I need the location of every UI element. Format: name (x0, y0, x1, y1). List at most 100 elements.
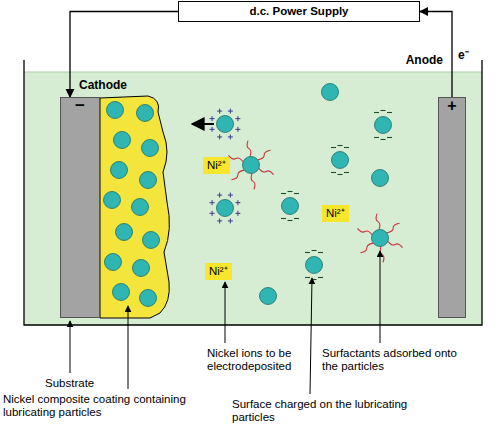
negative-charge (387, 137, 392, 138)
negative-charge (318, 277, 323, 278)
negative-charge (344, 172, 349, 173)
positive-charge (210, 211, 215, 216)
negative-charge (294, 218, 299, 219)
negative-charge (288, 220, 293, 221)
supply-wire (70, 12, 178, 98)
particle-core (322, 84, 339, 101)
surfactant-tail (380, 246, 384, 262)
lubricating-particle (105, 254, 122, 271)
negative-charge (305, 277, 310, 278)
surfactant-tail (360, 243, 373, 253)
particle-core (104, 192, 121, 209)
callout-label: Substrate (45, 377, 125, 390)
leader-line (70, 321, 71, 373)
particle-core (132, 199, 149, 216)
particle-core (133, 260, 150, 277)
positive-charge (217, 109, 222, 114)
surfactant-tail (231, 170, 244, 180)
lubricating-particle (140, 290, 157, 307)
negative-charge (281, 193, 286, 194)
lubricating-particle (372, 170, 389, 187)
lubricating-particle (143, 232, 160, 249)
particle-core (375, 117, 392, 134)
lubricating-particle (107, 102, 124, 119)
node-label: Cathode (79, 78, 127, 92)
lubricating-particle (142, 140, 159, 157)
particle-core (306, 257, 323, 274)
lubricating-particle (137, 105, 154, 122)
particle-core (105, 254, 122, 271)
cathode-plate: Cathode− (60, 97, 100, 318)
particle-core (217, 200, 234, 217)
callout-label: Nickel ions to be electrodeposited (207, 347, 317, 373)
node-label: Ni²⁺ (207, 159, 226, 172)
surfactant-tail (228, 155, 243, 161)
ion-label: Ni²⁺ (205, 263, 232, 280)
negative-charge (288, 191, 293, 192)
positive-charge (217, 218, 222, 223)
leader-line (128, 306, 129, 389)
electrolyte (24, 72, 482, 325)
positive-charge (235, 211, 240, 216)
polarity-sign: − (61, 96, 99, 116)
anode-plate: Anode+ (438, 97, 466, 318)
particle-core (116, 224, 133, 241)
lubricating-particle (114, 132, 131, 149)
callout-label: Surface charged on the lubricating parti… (232, 398, 437, 424)
lubricating-particle (374, 111, 392, 140)
lubricating-particle (111, 162, 128, 179)
particle-core (143, 232, 160, 249)
particle-core (282, 198, 299, 215)
lubricating-particle (260, 288, 277, 305)
negative-charge (381, 110, 386, 111)
power-supply-box: d.c. Power Supply (178, 1, 420, 22)
negative-charge (338, 145, 343, 146)
tank-wall (24, 60, 482, 325)
particle-core (372, 170, 389, 187)
positive-charge (235, 127, 240, 132)
motion-arrow (192, 123, 214, 125)
particle-core (142, 140, 159, 157)
leader-line (380, 251, 381, 343)
negative-charge (387, 112, 392, 113)
lubricating-particle (132, 199, 149, 216)
particle-core (372, 230, 389, 247)
surfactant-tail (251, 173, 255, 189)
leader-line (310, 278, 312, 394)
negative-charge (344, 147, 349, 148)
lubricating-particle (228, 141, 273, 190)
node-label: Anode (406, 53, 443, 67)
electron-label: e⁻ (457, 46, 470, 63)
positive-charge (235, 116, 240, 121)
negative-charge (294, 193, 299, 194)
positive-charge (228, 218, 233, 223)
negative-charge (331, 172, 336, 173)
positive-charge (217, 193, 222, 198)
surfactant-tail (376, 214, 380, 230)
negative-charge (281, 218, 286, 219)
surfactant-tail (259, 168, 274, 174)
negative-charge (305, 252, 310, 253)
surfactant-tail (357, 228, 372, 234)
node-label: Ni²⁺ (209, 265, 228, 278)
surfactant-tail (258, 150, 271, 160)
lubricating-particle (104, 192, 121, 209)
callout-label: Surfactants adsorbed onto the particles (322, 347, 472, 373)
particle-core (332, 152, 349, 169)
lubricating-particle (322, 84, 339, 101)
positive-charge (210, 127, 215, 132)
leader-line (225, 282, 226, 343)
particle-core (140, 290, 157, 307)
negative-charge (312, 250, 317, 251)
positive-charge (210, 116, 215, 121)
particle-core (107, 102, 124, 119)
node-label: d.c. Power Supply (179, 2, 419, 21)
composite-coating (100, 96, 169, 318)
particle-core (217, 116, 234, 133)
negative-charge (318, 252, 323, 253)
ion-label: Ni²⁺ (203, 157, 230, 174)
lubricating-particle (210, 109, 241, 140)
lubricating-particle (113, 284, 130, 301)
particle-core (140, 172, 157, 189)
particle-core (114, 132, 131, 149)
